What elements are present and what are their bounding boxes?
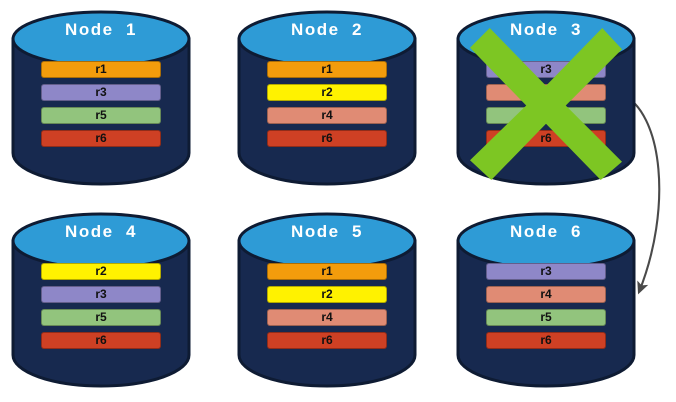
cylinder-top — [456, 212, 636, 270]
replica-bar-r3[interactable]: r3 — [41, 84, 161, 101]
node-1-replica-list: r1 r3 r5 r6 — [41, 61, 161, 153]
node-4-replica-list: r2 r3 r5 r6 — [41, 263, 161, 355]
replica-bar-r5[interactable]: r5 — [486, 107, 606, 124]
replica-bar-r4[interactable]: r4 — [267, 309, 387, 326]
replica-bar-r2[interactable]: r2 — [267, 286, 387, 303]
replica-bar-r1[interactable]: r1 — [267, 263, 387, 280]
replica-bar-r3[interactable]: r3 — [486, 61, 606, 78]
node-3-replica-list: r3 r4 r5 r6 — [486, 61, 606, 153]
replica-bar-r4[interactable]: r4 — [486, 286, 606, 303]
replica-bar-r2[interactable]: r2 — [267, 84, 387, 101]
replica-bar-r6[interactable]: r6 — [486, 332, 606, 349]
replica-bar-r4[interactable]: r4 — [267, 107, 387, 124]
replica-bar-r5[interactable]: r5 — [486, 309, 606, 326]
replica-bar-r6[interactable]: r6 — [267, 130, 387, 147]
replica-bar-r3[interactable]: r3 — [41, 286, 161, 303]
cylinder-top — [237, 10, 417, 68]
replica-bar-r1[interactable]: r1 — [267, 61, 387, 78]
cylinder-top — [237, 212, 417, 270]
cylinder-top — [11, 10, 191, 68]
replica-bar-r2[interactable]: r2 — [41, 263, 161, 280]
node-6-replica-list: r3 r4 r5 r6 — [486, 263, 606, 355]
replica-bar-r5[interactable]: r5 — [41, 107, 161, 124]
replica-bar-r3[interactable]: r3 — [486, 263, 606, 280]
replica-bar-r6[interactable]: r6 — [486, 130, 606, 147]
replica-bar-r6[interactable]: r6 — [41, 130, 161, 147]
replica-bar-r6[interactable]: r6 — [267, 332, 387, 349]
replica-bar-r1[interactable]: r1 — [41, 61, 161, 78]
node-2-replica-list: r1 r2 r4 r6 — [267, 61, 387, 153]
replica-bar-r5[interactable]: r5 — [41, 309, 161, 326]
replica-bar-r6[interactable]: r6 — [41, 332, 161, 349]
node-5-replica-list: r1 r2 r4 r6 — [267, 263, 387, 355]
cylinder-top — [456, 10, 636, 68]
cylinder-top — [11, 212, 191, 270]
replica-bar-r4[interactable]: r4 — [486, 84, 606, 101]
